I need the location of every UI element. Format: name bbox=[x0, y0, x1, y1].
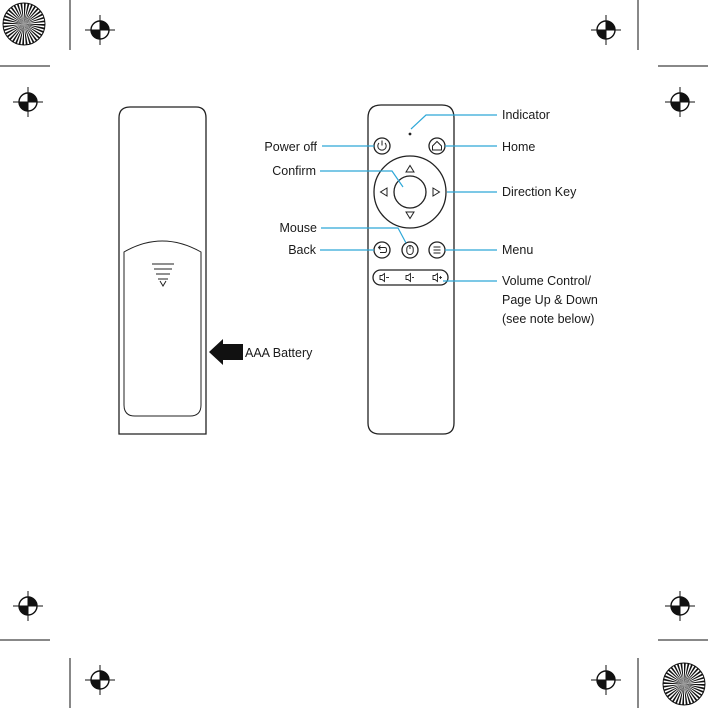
power-button[interactable] bbox=[374, 138, 390, 154]
indicator-light bbox=[409, 133, 412, 136]
registration-mark-top-left bbox=[85, 15, 115, 45]
starburst-bottom-right bbox=[663, 663, 705, 705]
battery-label: AAA Battery bbox=[245, 346, 313, 360]
label-power-off: Power off bbox=[264, 140, 317, 154]
remote-back-view: AAA Battery bbox=[119, 107, 313, 434]
registration-mark-right-upper bbox=[665, 87, 695, 117]
battery-arrow bbox=[209, 339, 243, 365]
label-volume-line1: Volume Control/ bbox=[502, 274, 591, 288]
starburst-top-left bbox=[3, 3, 45, 45]
registration-mark-top-right bbox=[591, 15, 621, 45]
registration-mark-left-upper bbox=[13, 87, 43, 117]
back-button[interactable] bbox=[374, 242, 390, 258]
label-direction-key: Direction Key bbox=[502, 185, 577, 199]
registration-mark-bottom-left bbox=[85, 665, 115, 695]
label-volume-line2: Page Up & Down bbox=[502, 293, 598, 307]
mouse-button[interactable] bbox=[402, 242, 418, 258]
home-button[interactable] bbox=[429, 138, 445, 154]
registration-mark-bottom-right bbox=[591, 665, 621, 695]
registration-mark-left-lower bbox=[13, 591, 43, 621]
label-home: Home bbox=[502, 140, 535, 154]
label-mouse: Mouse bbox=[279, 221, 317, 235]
direction-pad[interactable] bbox=[374, 156, 446, 228]
remote-back-body bbox=[119, 107, 206, 434]
registration-mark-right-lower bbox=[665, 591, 695, 621]
menu-button[interactable] bbox=[429, 242, 445, 258]
label-confirm: Confirm bbox=[272, 164, 316, 178]
remote-front-view bbox=[368, 105, 454, 434]
label-back: Back bbox=[288, 243, 317, 257]
label-volume-line3: (see note below) bbox=[502, 312, 594, 326]
volume-rocker[interactable] bbox=[373, 270, 448, 285]
label-indicator: Indicator bbox=[502, 108, 550, 122]
label-menu: Menu bbox=[502, 243, 533, 257]
